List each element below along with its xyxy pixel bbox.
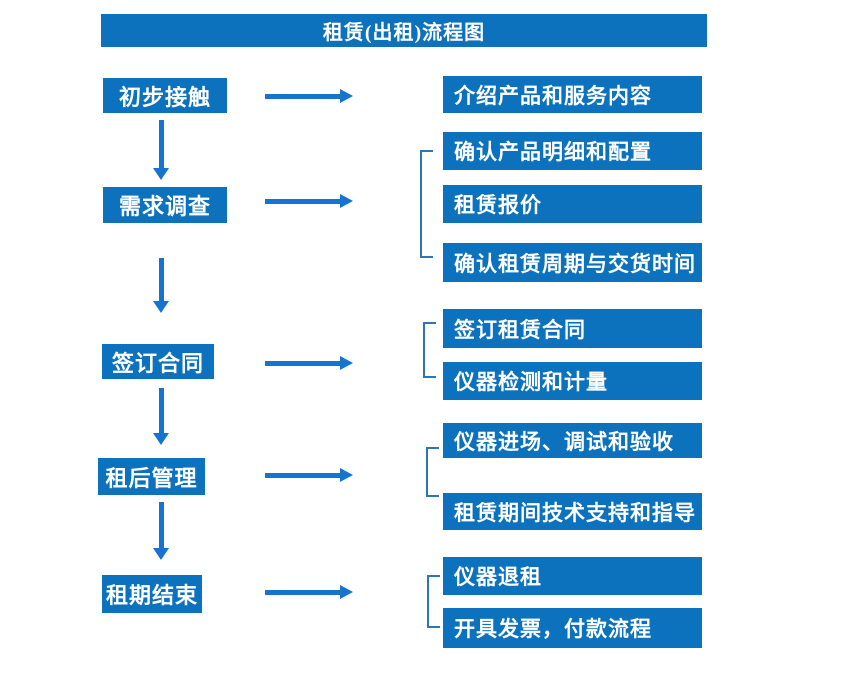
detail-box-invoice-payment: 开具发票，付款流程 — [443, 608, 702, 648]
down-arrow-icon-1 — [153, 120, 169, 180]
right-arrow-icon-1 — [265, 89, 353, 103]
arrow-head — [340, 356, 353, 370]
arrow-head — [153, 301, 169, 313]
detail-box-confirm-product-details: 确认产品明细和配置 — [443, 132, 702, 170]
down-arrow-icon-2 — [153, 258, 169, 313]
arrow-head — [340, 89, 353, 103]
right-arrow-icon-4 — [265, 468, 353, 482]
arrow-head — [153, 168, 169, 180]
bracket-demand-survey-group — [420, 150, 433, 258]
arrow-head — [340, 585, 353, 599]
bracket-post-rental-group — [426, 447, 439, 497]
step-box-rental-end: 租期结束 — [102, 575, 202, 613]
arrow-head — [153, 433, 169, 445]
bracket-sign-contract-group — [423, 322, 436, 378]
page-title: 租赁(出租)流程图 — [322, 22, 486, 44]
arrow-shaft — [265, 360, 342, 366]
detail-box-instrument-testing: 仪器检测和计量 — [443, 362, 702, 400]
detail-box-sign-rental-contract: 签订租赁合同 — [443, 309, 702, 348]
arrow-shaft — [158, 388, 164, 434]
detail-box-confirm-rental-period: 确认租赁周期与交货时间 — [443, 243, 702, 282]
right-arrow-icon-2 — [265, 194, 353, 208]
title-bar: 租赁(出租)流程图 — [101, 14, 707, 47]
step-box-post-rental-management: 租后管理 — [98, 458, 205, 495]
bracket-rental-end-group — [427, 575, 440, 628]
detail-box-introduce-products: 介绍产品和服务内容 — [443, 76, 702, 113]
right-arrow-icon-5 — [265, 585, 353, 599]
arrow-shaft — [158, 258, 164, 302]
detail-box-rental-quote: 租赁报价 — [443, 185, 702, 223]
arrow-shaft — [158, 120, 164, 169]
detail-box-instrument-entry: 仪器进场、调试和验收 — [443, 423, 702, 458]
step-box-demand-survey: 需求调查 — [103, 187, 227, 223]
down-arrow-icon-4 — [153, 502, 169, 560]
arrow-shaft — [158, 502, 164, 549]
step-box-initial-contact: 初步接触 — [103, 78, 227, 113]
arrow-shaft — [265, 472, 342, 478]
arrow-head — [340, 194, 353, 208]
detail-box-technical-support: 租赁期间技术支持和指导 — [443, 493, 702, 530]
arrow-shaft — [265, 198, 342, 204]
arrow-shaft — [265, 93, 342, 99]
step-box-sign-contract: 签订合同 — [102, 344, 214, 379]
detail-box-instrument-return: 仪器退租 — [443, 557, 702, 595]
right-arrow-icon-3 — [265, 356, 353, 370]
down-arrow-icon-3 — [153, 388, 169, 445]
arrow-shaft — [265, 589, 342, 595]
arrow-head — [153, 548, 169, 560]
arrow-head — [340, 468, 353, 482]
